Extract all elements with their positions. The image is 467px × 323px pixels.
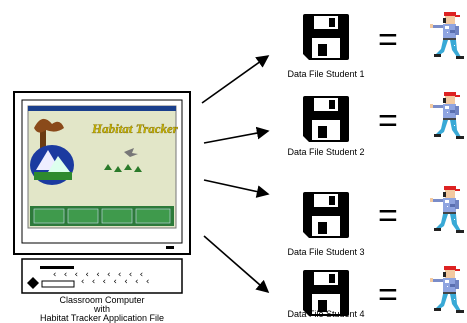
equals-signs: = = = = [378, 21, 398, 314]
arrow-to-file-4 [203, 235, 270, 294]
student-figure-icon [430, 92, 464, 139]
student-figure-icon [430, 266, 464, 313]
floppy-disk-icon [303, 14, 349, 60]
computer-label-line3: Habitat Tracker Application File [39, 313, 165, 323]
student-figure-icon [430, 186, 464, 233]
floppy-disk-icon [303, 96, 349, 142]
computer-label-line1: Classroom Computer [59, 295, 145, 305]
svg-text:‹ ‹ ‹ ‹ ‹ ‹ ‹ ‹ ‹: ‹ ‹ ‹ ‹ ‹ ‹ ‹ ‹ ‹ [52, 270, 144, 280]
equals-sign: = [378, 102, 398, 140]
equals-sign: = [378, 276, 398, 314]
screen-app-title: Habitat Tracker [91, 121, 179, 136]
equals-sign: = [378, 197, 398, 235]
connector-arrows [201, 55, 270, 294]
data-file-label-2: Data File Student 2 [287, 147, 365, 157]
floppy-disk-icon [303, 192, 349, 238]
arrow-to-file-2 [203, 126, 270, 144]
computer-icon: Habitat Tracker ‹ ‹ ‹ ‹ ‹ ‹ ‹ ‹ ‹ ‹ ‹ ‹ … [13, 91, 191, 294]
equals-sign: = [378, 21, 398, 59]
data-file-label-1: Data File Student 1 [287, 69, 365, 79]
svg-text:‹ ‹ ‹ ‹ ‹ ‹ ‹: ‹ ‹ ‹ ‹ ‹ ‹ ‹ [80, 277, 150, 287]
data-file-label-3: Data File Student 3 [287, 247, 365, 257]
arrow-to-file-3 [203, 179, 270, 198]
student-figure-icon [430, 12, 464, 59]
arrow-to-file-1 [201, 55, 270, 104]
screen-app-window: Habitat Tracker [27, 105, 179, 229]
computer-label-line2: with [93, 304, 110, 314]
data-file-label-4: Data File Student 4 [287, 309, 365, 319]
